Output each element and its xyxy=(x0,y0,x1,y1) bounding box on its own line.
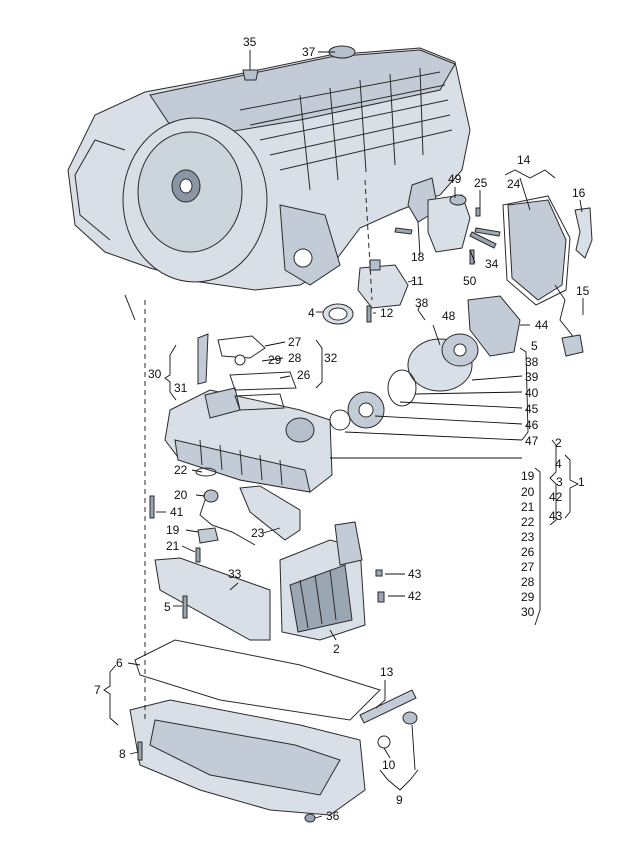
label-41: 41 xyxy=(170,505,184,519)
oil-pan-7 xyxy=(129,699,366,816)
label-4: 4 xyxy=(308,306,315,320)
label-29-right: 29 xyxy=(521,590,535,604)
label-2-lower: 2 xyxy=(333,642,340,656)
rail-33 xyxy=(154,557,271,641)
cover-44 xyxy=(467,295,521,357)
filter-assembly-2 xyxy=(279,521,385,641)
label-47: 47 xyxy=(525,434,539,448)
label-29: 29 xyxy=(268,353,282,367)
label-3: 3 xyxy=(556,475,563,489)
cover-24 xyxy=(502,195,571,306)
valve-body-2 xyxy=(164,387,333,493)
label-30: 30 xyxy=(148,367,162,381)
label-18: 18 xyxy=(411,250,425,264)
drain-plug-9 xyxy=(377,711,418,749)
label-4-right: 4 xyxy=(555,457,562,471)
plug-36 xyxy=(304,813,316,823)
label-43-right: 43 xyxy=(549,509,563,523)
label-9: 9 xyxy=(396,793,403,807)
label-16: 16 xyxy=(572,186,586,200)
bracket-11 xyxy=(357,259,409,309)
seal-4 xyxy=(322,303,354,325)
label-20: 20 xyxy=(174,488,188,502)
label-19: 19 xyxy=(166,523,180,537)
label-8: 8 xyxy=(119,747,126,761)
leader-lines xyxy=(103,50,584,819)
label-22-right: 22 xyxy=(521,515,535,529)
label-50: 50 xyxy=(463,274,477,288)
label-26: 26 xyxy=(297,368,311,382)
small-parts-20-23 xyxy=(149,467,301,563)
label-12: 12 xyxy=(380,306,394,320)
harness-15 xyxy=(554,284,584,357)
label-14: 14 xyxy=(517,153,531,167)
label-15: 15 xyxy=(576,284,590,298)
label-28: 28 xyxy=(288,351,302,365)
label-5-left: 5 xyxy=(164,600,171,614)
tube-31 xyxy=(197,333,209,385)
label-30-right: 30 xyxy=(521,605,535,619)
label-35: 35 xyxy=(243,35,257,49)
label-6: 6 xyxy=(116,656,123,670)
label-27-right: 27 xyxy=(521,560,535,574)
label-46: 46 xyxy=(525,418,539,432)
label-49: 49 xyxy=(448,172,462,186)
label-34: 34 xyxy=(485,257,499,271)
callout-labels: 35 37 14 49 25 24 16 18 34 11 50 15 38 4… xyxy=(94,35,590,823)
label-22: 22 xyxy=(174,463,188,477)
seals-27-28-29 xyxy=(217,335,297,411)
label-43: 43 xyxy=(408,567,422,581)
label-13: 13 xyxy=(380,665,394,679)
pump-49 xyxy=(427,194,471,253)
label-21: 21 xyxy=(166,539,180,553)
label-40: 40 xyxy=(525,386,539,400)
label-48: 48 xyxy=(442,309,456,323)
label-39: 39 xyxy=(525,370,539,384)
label-36: 36 xyxy=(326,809,340,823)
bolt-8 xyxy=(137,741,143,761)
label-25: 25 xyxy=(474,176,488,190)
label-38: 38 xyxy=(415,296,429,310)
label-42-right: 42 xyxy=(549,490,563,504)
label-44: 44 xyxy=(535,318,549,332)
label-33: 33 xyxy=(228,567,242,581)
label-7: 7 xyxy=(94,683,101,697)
label-23: 23 xyxy=(251,526,265,540)
gasket-6 xyxy=(134,639,381,721)
label-11: 11 xyxy=(411,274,424,288)
label-27: 27 xyxy=(288,335,302,349)
label-31: 31 xyxy=(174,381,188,395)
label-1: 1 xyxy=(578,475,585,489)
label-24: 24 xyxy=(507,177,521,191)
bolts-upper xyxy=(394,207,501,265)
label-19-right: 19 xyxy=(521,469,535,483)
label-37: 37 xyxy=(302,45,316,59)
transmission-housing xyxy=(67,45,471,291)
label-38b: 38 xyxy=(525,355,539,369)
label-20-right: 20 xyxy=(521,485,535,499)
label-26-right: 26 xyxy=(521,545,535,559)
label-32: 32 xyxy=(324,351,338,365)
label-2-right: 2 xyxy=(555,436,562,450)
bolt-12 xyxy=(366,305,372,323)
label-45: 45 xyxy=(525,402,539,416)
pipe-13 xyxy=(359,689,417,724)
label-10: 10 xyxy=(382,758,396,772)
label-42: 42 xyxy=(408,589,422,603)
bracket-16 xyxy=(574,207,593,259)
label-28-right: 28 xyxy=(521,575,535,589)
label-21-right: 21 xyxy=(521,500,535,514)
label-5: 5 xyxy=(531,339,538,353)
oil-pump-38 xyxy=(329,333,479,431)
label-23-right: 23 xyxy=(521,530,535,544)
